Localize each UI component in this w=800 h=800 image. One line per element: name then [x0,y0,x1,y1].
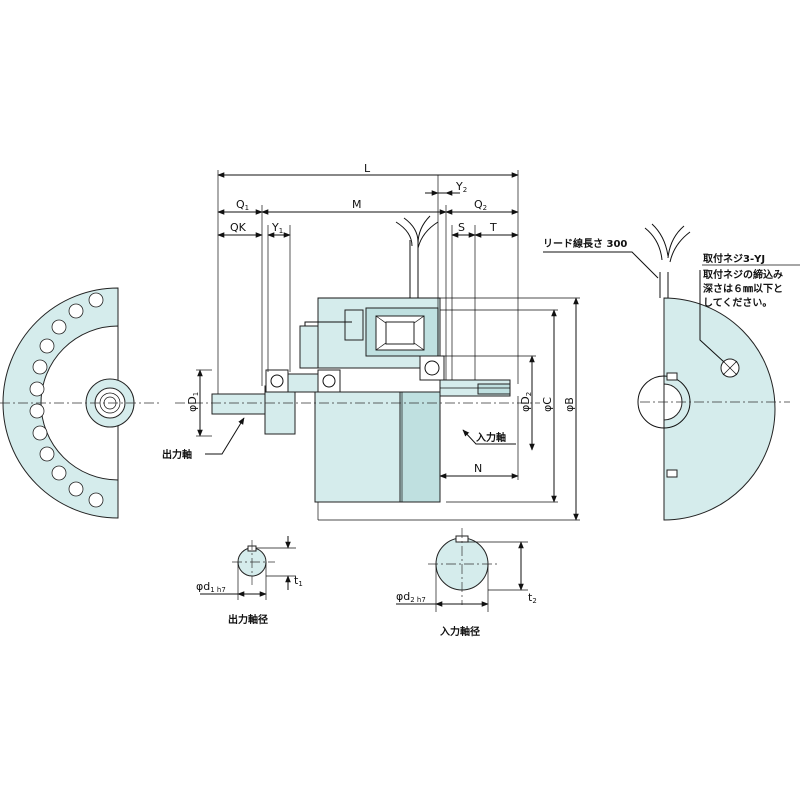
dim-Q1: Q1 [236,198,249,212]
bearing-output-1 [265,369,289,393]
section-view: L Q1 M Y2 Q2 QK Y1 S T N φD1 φD2 φC φB 出… [162,162,580,521]
label-screw-note-3: してください。 [703,297,772,309]
dim-phiD1: φD1 [186,392,200,412]
dim-t1: t1 [294,574,303,588]
label-output-shaft-dia: 出力軸径 [228,613,268,626]
label-screw-note-1: 取付ネジの締込み [703,268,783,281]
dim-Y1: Y1 [271,221,283,235]
label-mount-screw: 取付ネジ3-YJ [703,252,765,265]
dim-phiC: φC [541,397,554,412]
dim-t2: t2 [528,591,537,605]
sprocket-teeth [29,292,104,508]
dim-N: N [474,462,482,475]
dim-phiD2: φD2 [519,392,533,412]
right-lead-wire [659,272,669,298]
leader-lead-wire [543,251,659,279]
dim-phid2: φd2 h7 [396,590,426,604]
dim-phid1: φd1 h7 [196,580,226,594]
dim-Q2: Q2 [474,198,487,212]
label-input-shaft-dia: 入力軸径 [440,625,480,638]
dim-S: S [458,221,465,234]
armature-plate [344,309,364,341]
lead-wire [409,240,419,298]
bearing-output-2 [317,369,341,393]
right-end-view: リード線長さ 300 取付ネジ3-YJ 取付ネジの締込み 深さは６㎜以下と して… [543,223,800,521]
bearing-input [419,355,445,381]
output-hub [264,385,296,435]
right-end-view-body [663,297,776,521]
label-lead-wire: リード線長さ 300 [543,237,627,250]
label-screw-note-2: 深さは６㎜以下と [703,282,783,295]
dim-M: M [352,198,362,211]
dim-L: L [364,162,371,175]
dim-Y2: Y2 [455,180,467,194]
rotor-flange [299,325,319,369]
dim-T: T [489,221,497,234]
leader-mount-screw [699,270,725,363]
label-output-shaft: 出力軸 [162,448,192,461]
input-shaft-diameter-detail: φd2 h7 t2 入力軸径 [396,528,537,638]
clutch-body-step [399,391,441,503]
dim-QK: QK [230,221,247,234]
output-shaft-diameter-detail: φd1 h7 t1 出力軸径 [196,536,303,626]
label-input-shaft: 入力軸 [476,431,506,444]
dim-phiB: φB [563,397,576,412]
left-end-view [0,287,160,519]
